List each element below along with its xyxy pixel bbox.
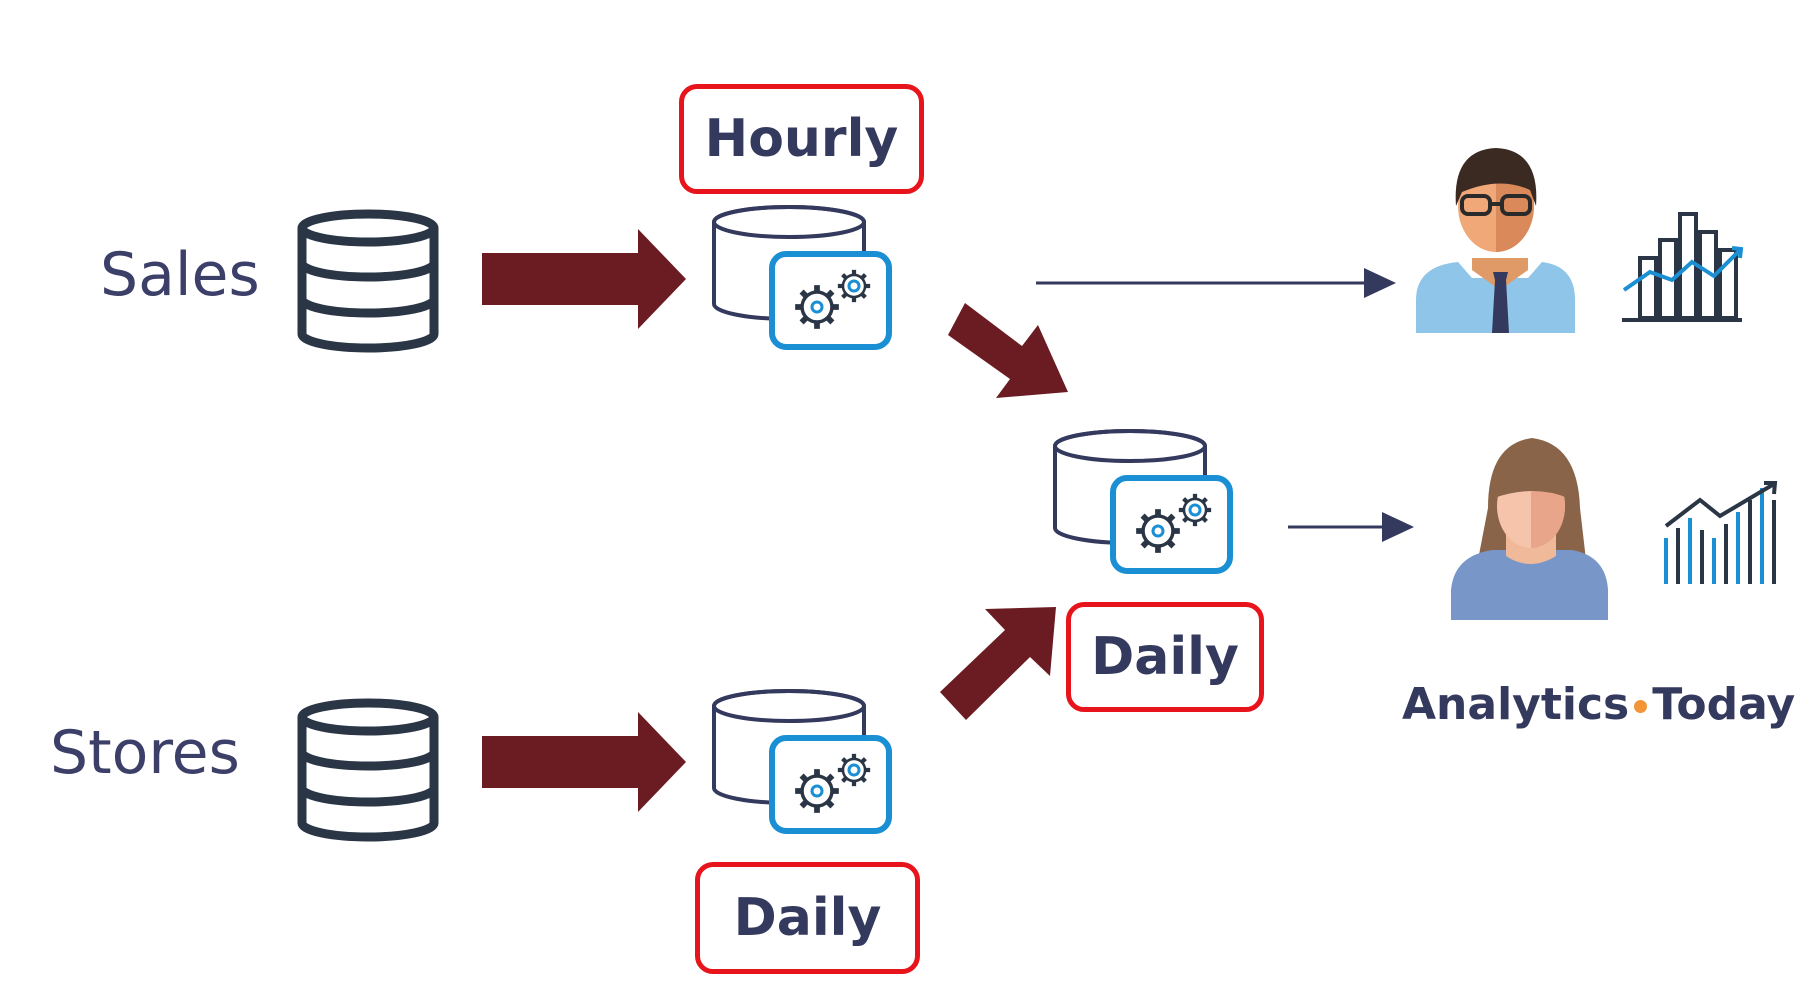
stores-source-label: Stores [50, 718, 240, 788]
hourly-to-combined-arrow-shape [948, 303, 1068, 398]
to-manager-arrow [1288, 512, 1414, 542]
analytics-today-logo: Analytics Today [1402, 679, 1795, 730]
daily-process-database-icon [714, 691, 889, 831]
sales-database-icon [302, 214, 434, 348]
bar-line-chart-icon [1622, 212, 1744, 322]
to-analyst-arrow [1036, 268, 1396, 298]
trend-chart-icon [1664, 481, 1778, 584]
stores-to-daily-arrow [482, 712, 686, 812]
sales-to-hourly-arrow [482, 229, 686, 329]
daily-to-combined-arrow [940, 607, 1056, 720]
hourly-process-database-icon [714, 207, 889, 347]
female-user-icon [1451, 438, 1608, 620]
stores-database-icon [302, 703, 434, 837]
brand-dot [1634, 700, 1648, 713]
sales-source-label: Sales [100, 240, 260, 310]
hourly-frequency-label: Hourly [679, 84, 924, 194]
stores-daily-frequency-label: Daily [695, 862, 920, 974]
brand-text-today: Today [1652, 679, 1796, 730]
combined-daily-frequency-label: Daily [1066, 602, 1264, 712]
brand-text-analytics: Analytics [1402, 679, 1630, 730]
combined-process-database-icon [1055, 431, 1230, 571]
male-user-icon [1416, 148, 1575, 333]
